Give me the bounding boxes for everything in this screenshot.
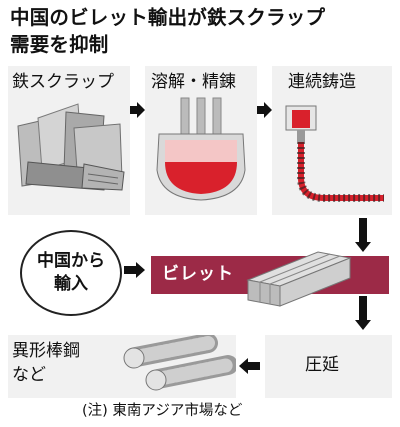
panel-casting: 連続鋳造 bbox=[272, 66, 392, 215]
panel-scrap: 鉄スクラップ bbox=[8, 66, 130, 215]
title-line-2: 需要を抑制 bbox=[10, 33, 109, 56]
panel-rolling: 圧延 bbox=[265, 335, 392, 398]
diagram-title: 中国のビレット輸出が鉄スクラップ 需要を抑制 bbox=[10, 4, 394, 58]
label-casting: 連続鋳造 bbox=[288, 72, 356, 92]
billet-bars-illustration bbox=[246, 251, 352, 307]
import-line-1: 中国から bbox=[37, 251, 105, 271]
furnace-illustration bbox=[156, 97, 246, 201]
arrow-import-to-billet bbox=[124, 262, 145, 278]
scrap-metal-illustration bbox=[17, 103, 125, 191]
label-products-line-1: 異形棒鋼 bbox=[12, 341, 80, 361]
import-from-china-circle: 中国から 輸入 bbox=[20, 230, 122, 316]
label-rolling: 圧延 bbox=[305, 355, 339, 375]
panel-products: 異形棒鋼 など bbox=[8, 335, 236, 398]
import-line-2: 輸入 bbox=[54, 274, 88, 294]
footnote: (注) 東南アジア市場など bbox=[82, 403, 243, 419]
title-line-1: 中国のビレット輸出が鉄スクラップ bbox=[10, 6, 326, 29]
arrow-rolling-to-products bbox=[239, 358, 260, 374]
arrow-smelting-to-casting bbox=[257, 102, 272, 118]
label-products-line-2: など bbox=[12, 365, 46, 385]
billet-label: ビレット bbox=[162, 264, 234, 284]
arrow-scrap-to-smelting bbox=[130, 102, 145, 118]
caster-illustration bbox=[285, 105, 384, 202]
arrow-billet-to-rolling bbox=[355, 296, 371, 330]
rebar-illustration bbox=[123, 335, 236, 391]
arrow-casting-to-billet bbox=[355, 218, 371, 252]
label-smelting: 溶解・精錬 bbox=[151, 72, 236, 92]
panel-smelting: 溶解・精錬 bbox=[145, 66, 257, 215]
label-scrap: 鉄スクラップ bbox=[12, 72, 114, 92]
